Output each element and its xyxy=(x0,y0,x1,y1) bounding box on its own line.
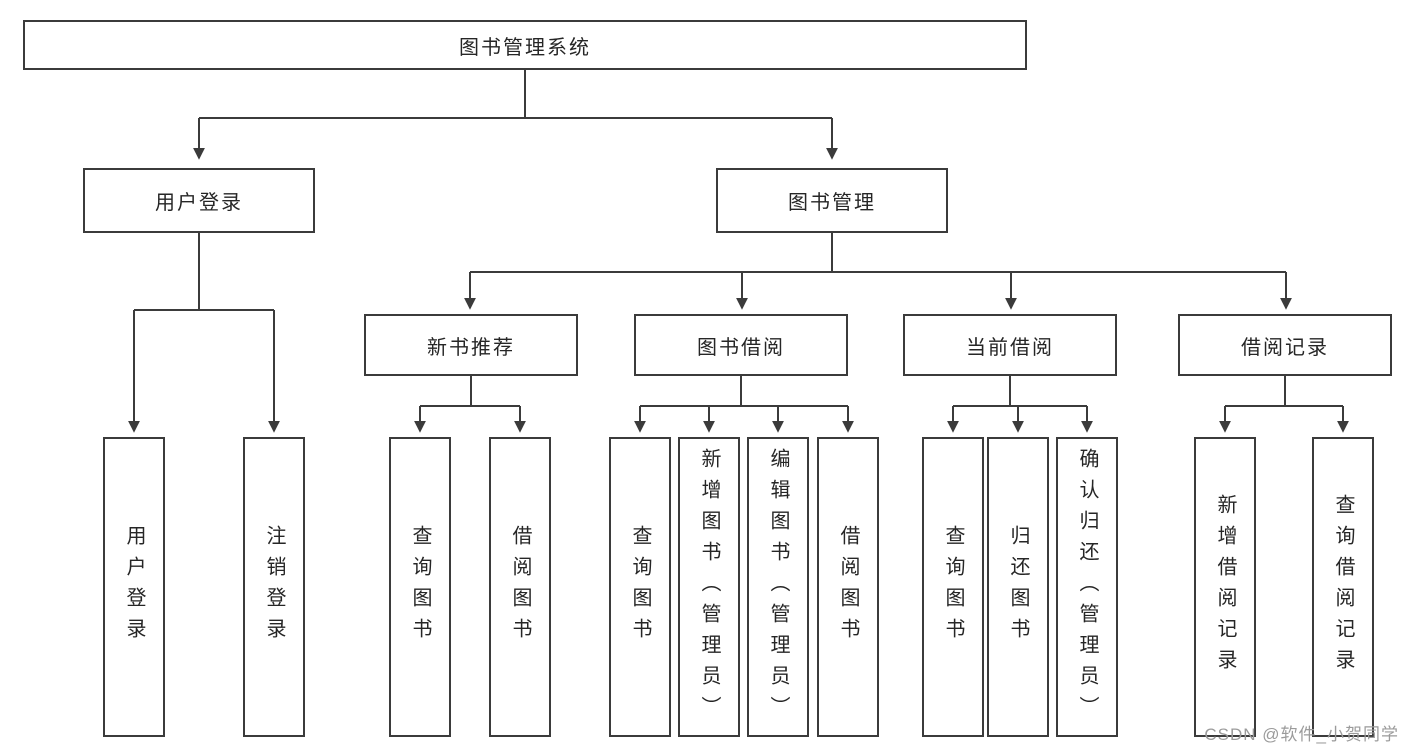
leaf-current-query-books: 查询图书 xyxy=(922,437,984,737)
leaf-borrowing-borrow-books: 借阅图书 xyxy=(817,437,879,737)
node-current-borrowing: 当前借阅 xyxy=(903,314,1117,376)
leaf-borrowing-query-books: 查询图书 xyxy=(609,437,671,737)
leaf-recommendation-query-books: 查询图书 xyxy=(389,437,451,737)
leaf-borrowing-add-books-admin: 新增图书（管理员） xyxy=(678,437,740,737)
node-new-book-recommendation: 新书推荐 xyxy=(364,314,578,376)
leaf-user-login: 用户登录 xyxy=(103,437,165,737)
leaf-current-return-books: 归还图书 xyxy=(987,437,1049,737)
node-book-borrowing: 图书借阅 xyxy=(634,314,848,376)
csdn-watermark: CSDN @软件_小贺同学 xyxy=(1204,725,1399,744)
leaf-current-confirm-return-admin: 确认归还（管理员） xyxy=(1056,437,1118,737)
node-user-login: 用户登录 xyxy=(83,168,315,233)
node-borrowing-records: 借阅记录 xyxy=(1178,314,1392,376)
leaf-borrowing-edit-books-admin: 编辑图书（管理员） xyxy=(747,437,809,737)
leaf-records-add-borrow-record: 新增借阅记录 xyxy=(1194,437,1256,737)
leaf-logout: 注销登录 xyxy=(243,437,305,737)
leaf-records-query-borrow-record: 查询借阅记录 xyxy=(1312,437,1374,737)
leaf-recommendation-borrow-books: 借阅图书 xyxy=(489,437,551,737)
node-root-system: 图书管理系统 xyxy=(23,20,1027,70)
node-book-management: 图书管理 xyxy=(716,168,948,233)
